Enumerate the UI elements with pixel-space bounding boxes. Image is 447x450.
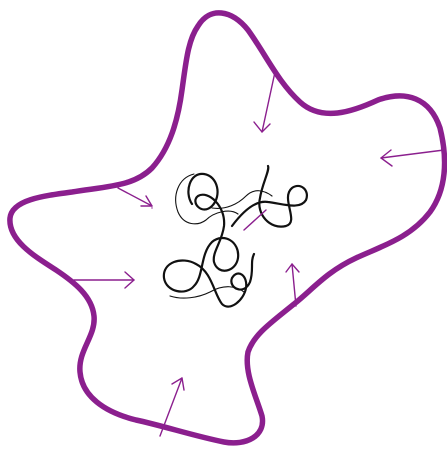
- boundary-shape: [10, 13, 445, 443]
- coil-left-strand: [176, 174, 238, 224]
- arrow-top: [254, 72, 275, 132]
- arrow-upper-left: [118, 188, 152, 206]
- coil-connector-strand: [212, 191, 272, 209]
- coiled-chain: [164, 166, 307, 307]
- inward-arrows: [74, 72, 444, 436]
- coil-upper-right-loop: [232, 166, 307, 227]
- arrow-right: [381, 150, 444, 166]
- arrow-left: [74, 272, 134, 288]
- arrow-inner-upper: [244, 210, 266, 230]
- coil-main-strand: [164, 174, 254, 307]
